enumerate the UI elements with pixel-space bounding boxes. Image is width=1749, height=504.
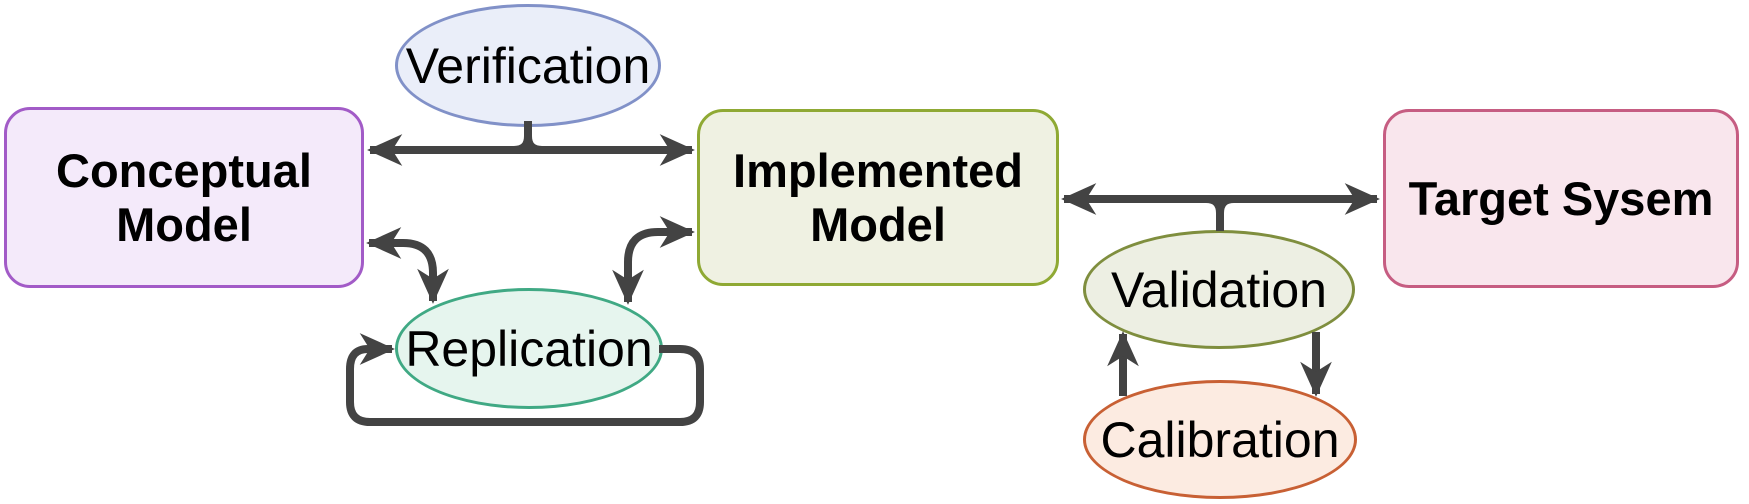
node-target-system: Target Sysem	[1383, 109, 1739, 288]
node-replication: Replication	[395, 288, 663, 409]
node-verification-label: Verification	[405, 37, 651, 94]
node-verification: Verification	[395, 4, 661, 127]
node-calibration: Calibration	[1083, 380, 1357, 499]
node-implemented-model: Implemented Model	[697, 109, 1059, 286]
edge-validation-stem	[1205, 195, 1235, 231]
node-validation: Validation	[1083, 230, 1355, 349]
node-replication-label: Replication	[405, 320, 653, 377]
edge-replication-implemented	[612, 216, 695, 305]
node-target-system-label: Target Sysem	[1408, 171, 1714, 225]
node-conceptual-model: Conceptual Model	[4, 107, 364, 288]
node-validation-label: Validation	[1111, 261, 1327, 318]
node-conceptual-model-label: Conceptual Model	[56, 144, 312, 251]
node-calibration-label: Calibration	[1100, 411, 1340, 468]
edge-conceptual-replication	[366, 227, 449, 304]
node-implemented-model-label: Implemented Model	[733, 144, 1023, 251]
